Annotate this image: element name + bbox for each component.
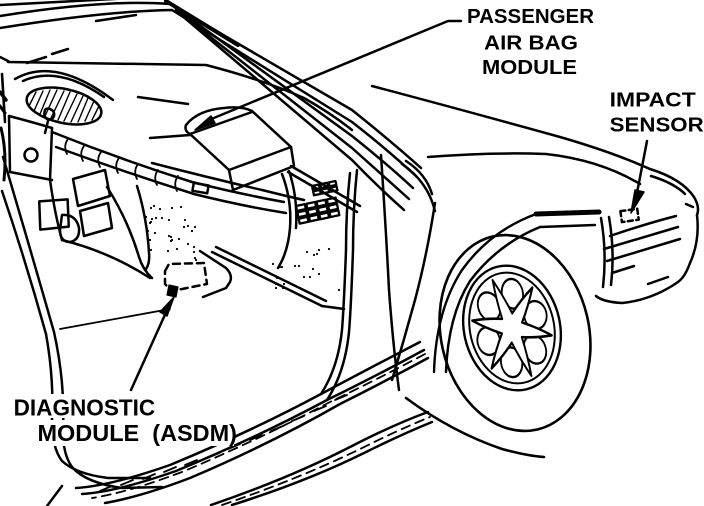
- svg-text:IMPACT: IMPACT: [610, 90, 696, 112]
- svg-text:MODULE (ASDM): MODULE (ASDM): [38, 420, 238, 446]
- svg-text:AIR BAG: AIR BAG: [484, 33, 578, 55]
- svg-text:DIAGNOSTIC: DIAGNOSTIC: [14, 395, 156, 421]
- svg-text:MODULE: MODULE: [482, 57, 577, 79]
- svg-text:PASSENGER: PASSENGER: [467, 6, 595, 28]
- svg-text:SENSOR: SENSOR: [610, 114, 704, 136]
